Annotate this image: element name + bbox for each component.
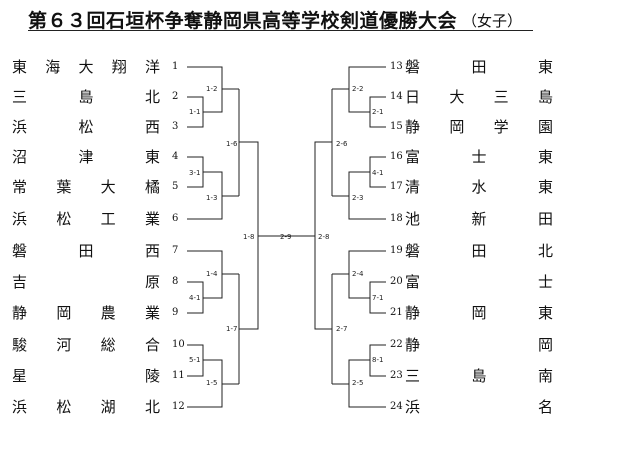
team-name: 富士 — [405, 273, 553, 291]
match-label: 1-5 — [206, 379, 217, 387]
seed-number: 10 — [172, 339, 185, 350]
seed-number: 8 — [172, 276, 179, 287]
seed-number: 3 — [172, 121, 179, 132]
title-underline — [28, 30, 533, 31]
seed-number: 16 — [390, 151, 403, 162]
match-label: 2-7 — [336, 325, 347, 333]
seed-number: 5 — [172, 181, 179, 192]
team-name: 吉原 — [12, 273, 160, 291]
team-name: 磐田西 — [12, 242, 160, 260]
team-name: 静岡農業 — [12, 304, 160, 322]
match-label: 8-1 — [372, 356, 383, 364]
seed-number: 6 — [172, 213, 179, 224]
team-name: 星陵 — [12, 367, 160, 385]
team-name: 磐田北 — [405, 242, 553, 260]
seed-number: 18 — [390, 213, 403, 224]
seed-number: 12 — [172, 401, 185, 412]
team-name: 浜松湖北 — [12, 398, 160, 416]
team-name: 浜松西 — [12, 118, 160, 136]
seed-number: 13 — [390, 61, 403, 72]
team-name: 三島北 — [12, 88, 160, 106]
seed-number: 7 — [172, 245, 179, 256]
team-name: 磐田東 — [405, 58, 553, 76]
seed-number: 23 — [390, 370, 403, 381]
match-label: 4-1 — [189, 294, 200, 302]
match-label: 3-1 — [189, 169, 200, 177]
match-label: 1-8 — [243, 233, 254, 241]
team-name: 静岡 — [405, 336, 553, 354]
seed-number: 20 — [390, 276, 403, 287]
seed-number: 11 — [172, 370, 185, 381]
seed-number: 15 — [390, 121, 403, 132]
page-title: 第６３回石垣杯争奪静岡県高等学校剣道優勝大会 — [28, 10, 458, 32]
team-name: 駿河総合 — [12, 336, 160, 354]
match-label: 1-2 — [206, 85, 217, 93]
division-label: （女子） — [462, 12, 523, 30]
team-name: 東海大翔洋 — [12, 58, 160, 76]
match-label: 1-7 — [226, 325, 237, 333]
match-label: 2-1 — [372, 108, 383, 116]
team-name: 静岡東 — [405, 304, 553, 322]
final-match-label: 2-9 — [280, 233, 291, 241]
seed-number: 1 — [172, 61, 179, 72]
team-name: 日大三島 — [405, 88, 553, 106]
seed-number: 2 — [172, 91, 179, 102]
team-name: 三島南 — [405, 367, 553, 385]
seed-number: 21 — [390, 307, 403, 318]
seed-number: 17 — [390, 181, 403, 192]
match-label: 1-6 — [226, 140, 238, 148]
match-label: 2-6 — [336, 140, 348, 148]
match-label: 1-4 — [206, 270, 218, 278]
team-name: 静岡学園 — [405, 118, 553, 136]
team-name: 浜名 — [405, 398, 553, 416]
match-label: 4-1 — [372, 169, 383, 177]
team-name: 常葉大橘 — [12, 178, 160, 196]
seed-number: 14 — [390, 91, 403, 102]
team-name: 富士東 — [405, 148, 553, 166]
team-name: 浜松工業 — [12, 210, 160, 228]
match-label: 1-1 — [189, 108, 200, 116]
seed-number: 22 — [390, 339, 403, 350]
team-name: 清水東 — [405, 178, 553, 196]
match-label: 7-1 — [372, 294, 383, 302]
match-label: 2-8 — [318, 233, 329, 241]
match-label: 5-1 — [189, 356, 200, 364]
match-label: 2-3 — [352, 194, 363, 202]
match-label: 2-5 — [352, 379, 363, 387]
seed-number: 9 — [172, 307, 179, 318]
match-label: 1-3 — [206, 194, 217, 202]
match-label: 2-4 — [352, 270, 364, 278]
team-name: 池新田 — [405, 210, 553, 228]
seed-number: 24 — [390, 401, 403, 412]
match-label: 2-2 — [352, 85, 363, 93]
seed-number: 19 — [390, 245, 403, 256]
team-name: 沼津東 — [12, 148, 160, 166]
seed-number: 4 — [172, 151, 179, 162]
